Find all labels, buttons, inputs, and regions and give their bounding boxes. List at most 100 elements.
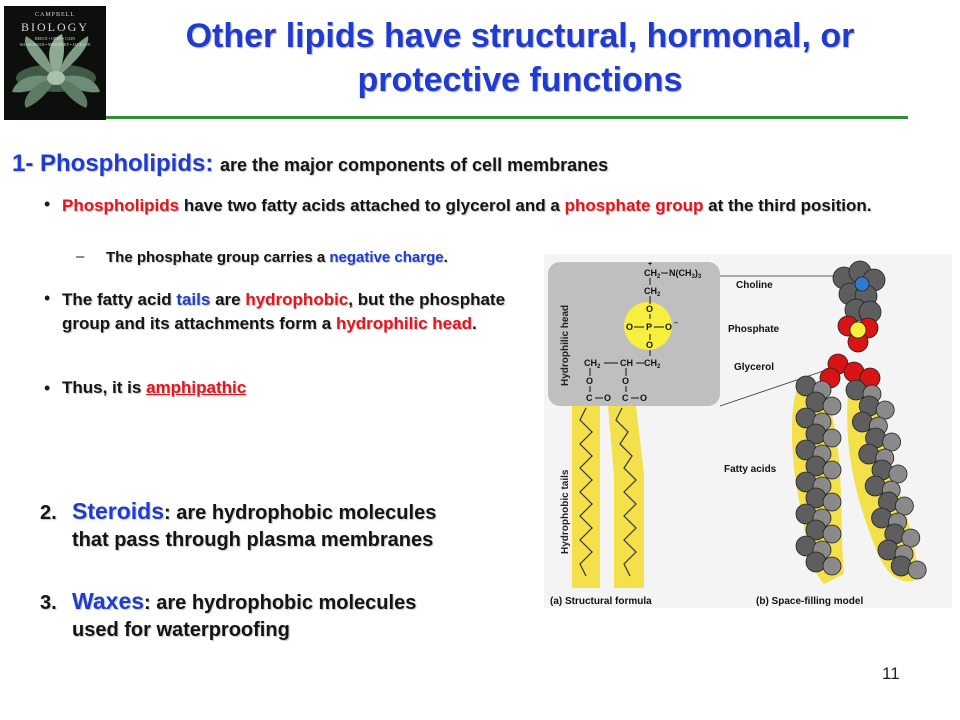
bullet-text: at the third position. bbox=[703, 196, 872, 215]
steroids-desc-line-1: : are hydrophobic molecules bbox=[164, 502, 437, 524]
atom-o: O bbox=[604, 393, 611, 403]
sub-bullet-negative-charge: The phosphate group carries a negative c… bbox=[106, 249, 448, 266]
hydrogen-atom bbox=[894, 496, 914, 516]
term-amphipathic: amphipathic bbox=[146, 378, 247, 397]
atom-ch2: CH2 bbox=[584, 358, 601, 370]
label-fatty-acids: Fatty acids bbox=[724, 464, 777, 475]
fatty-acid-chain-2 bbox=[615, 407, 637, 577]
space-filling-model bbox=[791, 260, 927, 584]
caption-structural-formula: (a) Structural formula bbox=[550, 596, 652, 607]
atom-o: O bbox=[646, 304, 653, 314]
term-waxes: Waxes bbox=[72, 588, 145, 614]
slide-title: Other lipids have structural, hormonal, … bbox=[120, 14, 920, 102]
phospholipids-heading: 1- Phospholipids: are the major componen… bbox=[12, 150, 608, 178]
label-choline: Choline bbox=[736, 280, 773, 291]
bullet-amphipathic: Thus, it is amphipathic bbox=[62, 378, 246, 398]
sub-bullet-text: . bbox=[443, 249, 448, 266]
carbon-atom bbox=[858, 443, 880, 465]
hydrogen-atom bbox=[882, 432, 902, 452]
atom-c: C bbox=[586, 393, 593, 403]
hydrophobic-tails-label: Hydrophobic tails bbox=[560, 469, 571, 554]
dash-marker: – bbox=[76, 248, 85, 265]
steroids-item: 2. Steroids: are hydrophobic molecules th… bbox=[40, 498, 540, 554]
charge-plus: + bbox=[648, 261, 652, 268]
cover-publisher: CAMPBELL bbox=[34, 12, 75, 18]
term-hydrophilic-head: hydrophilic head bbox=[335, 314, 472, 333]
term-hydrophobic: hydrophobic bbox=[245, 290, 349, 309]
bullet-marker: • bbox=[44, 378, 51, 398]
carbon-atom bbox=[805, 551, 827, 573]
atom-ch: CH bbox=[620, 358, 633, 368]
hydrogen-atom bbox=[888, 464, 908, 484]
phospholipids-heading-description: are the major components of cell membran… bbox=[220, 155, 609, 175]
succulent-plant-illustration bbox=[4, 6, 106, 120]
waxes-desc-line-2: used for waterproofing bbox=[72, 619, 290, 641]
atom-c: C bbox=[622, 393, 629, 403]
atom-n-methyl: N(CH3)3 bbox=[669, 268, 702, 280]
atom-ch2: CH2 bbox=[644, 268, 661, 280]
cover-subject: BIOLOGY bbox=[21, 20, 89, 34]
carbon-atom bbox=[871, 507, 893, 529]
term-phospholipids: Phospholipids bbox=[62, 196, 180, 215]
bullet-text: . bbox=[471, 314, 477, 333]
waxes-desc-line-1: : are hydrophobic molecules bbox=[144, 592, 417, 614]
bullet-text: are bbox=[210, 290, 246, 309]
hydrogen-atom bbox=[822, 460, 842, 480]
carbon-atom bbox=[845, 379, 867, 401]
bullet-hydrophobic-tails: The fatty acid tails are hydrophobic, bu… bbox=[62, 288, 532, 336]
hydrogen-atom bbox=[822, 556, 842, 576]
sub-bullet-text: The phosphate group carries a bbox=[106, 249, 330, 266]
slide-title-line-1: Other lipids have structural, hormonal, … bbox=[185, 17, 855, 55]
bullet-text: , but the phosphate group and its attach… bbox=[62, 290, 506, 333]
phospholipids-heading-term: 1- Phospholipids: bbox=[12, 150, 214, 177]
bullet-text: have two fatty acids attached to glycero… bbox=[179, 196, 565, 215]
title-divider bbox=[106, 116, 908, 119]
term-tails: tails bbox=[176, 290, 211, 309]
carbon-atom bbox=[890, 555, 912, 577]
hydrogen-atom bbox=[822, 524, 842, 544]
phosphorus-atom bbox=[849, 321, 867, 339]
waxes-item: 3. Waxes: are hydrophobic molecules used … bbox=[40, 588, 540, 644]
bullet-marker: • bbox=[44, 288, 51, 308]
bullet-text: Thus, it is bbox=[62, 378, 147, 397]
hydrogen-atom bbox=[822, 428, 842, 448]
steroids-desc-line-2: that pass through plasma membranes bbox=[72, 529, 434, 551]
bullet-marker: • bbox=[44, 194, 51, 214]
carbon-atom bbox=[877, 539, 899, 561]
term-negative-charge: negative charge bbox=[329, 249, 444, 266]
cover-authors-2: WASSERMAN • MINORSKY • JACKSON bbox=[19, 42, 91, 47]
nitrogen-atom bbox=[854, 276, 870, 292]
hydrogen-atom bbox=[822, 396, 842, 416]
list-number: 2. bbox=[40, 502, 57, 524]
bullet-text: The fatty acid bbox=[62, 290, 177, 309]
phospholipid-figure: Hydrophilic head Hydrophobic tails CH2 +… bbox=[544, 254, 952, 608]
hydrogen-atom bbox=[907, 560, 927, 580]
caption-space-filling-model: (b) Space-filling model bbox=[756, 596, 863, 607]
carbon-atom bbox=[851, 411, 873, 433]
phosphate-highlight bbox=[624, 302, 672, 350]
label-phosphate: Phosphate bbox=[728, 324, 780, 335]
term-phosphate-group: phosphate group bbox=[564, 196, 704, 215]
tail-2-highlight bbox=[608, 406, 644, 588]
atom-o: O bbox=[586, 376, 593, 386]
phospholipid-diagram: Hydrophilic head Hydrophobic tails CH2 +… bbox=[544, 254, 952, 608]
hydrophilic-head-label: Hydrophilic head bbox=[560, 305, 571, 386]
fatty-acid-chain-1 bbox=[579, 407, 593, 577]
hydrogen-atom bbox=[822, 492, 842, 512]
list-number: 3. bbox=[40, 592, 57, 614]
hydrogen-atom bbox=[901, 528, 921, 548]
hydrogen-atom bbox=[875, 400, 895, 420]
atom-ch2: CH2 bbox=[644, 286, 661, 298]
atom-o: O bbox=[626, 322, 633, 332]
atom-p: P bbox=[646, 322, 652, 332]
atom-o: O bbox=[622, 376, 629, 386]
term-steroids: Steroids bbox=[72, 498, 165, 524]
charge-minus: – bbox=[674, 320, 678, 327]
atom-o: O bbox=[665, 322, 672, 332]
tail-1-highlight bbox=[572, 406, 600, 588]
book-cover-image: CAMPBELL BIOLOGY REECE • URRY • CAIN WAS… bbox=[4, 6, 106, 120]
page-number: 11 bbox=[882, 664, 900, 683]
slide-title-line-2: protective functions bbox=[357, 61, 683, 99]
atom-o: O bbox=[646, 340, 653, 350]
atom-o: O bbox=[640, 393, 647, 403]
